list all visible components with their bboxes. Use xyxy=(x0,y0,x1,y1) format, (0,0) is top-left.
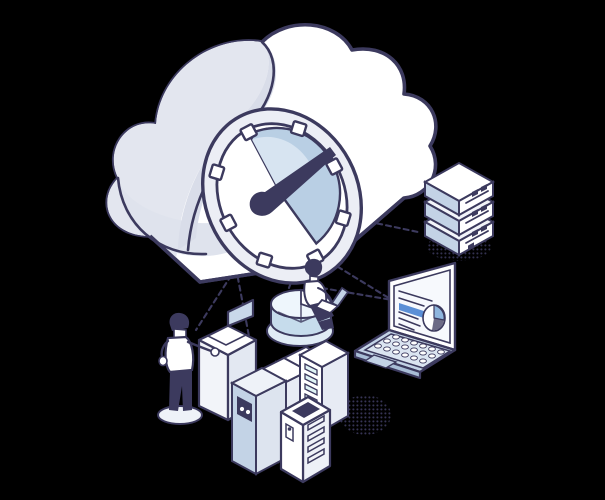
small-server-vents xyxy=(307,414,325,465)
server-led-1 xyxy=(239,406,245,412)
gauge-tick-5 xyxy=(255,251,274,269)
gauge-tick-6 xyxy=(219,213,238,233)
gauge-tick-0 xyxy=(239,123,258,142)
server-stack xyxy=(422,161,496,261)
seated-person-arm xyxy=(317,287,333,303)
seated-person-hair xyxy=(304,258,323,278)
laptop xyxy=(353,261,457,380)
console-keyboard-panel xyxy=(206,325,248,346)
server-racks-shadow xyxy=(339,395,391,435)
gauge-tick-7 xyxy=(208,163,226,181)
standing-person xyxy=(157,312,220,425)
gauge-needle-body xyxy=(249,147,336,216)
seated-person-lower-leg xyxy=(318,318,334,330)
gauge-tick-1 xyxy=(289,120,308,138)
connector-analyst-laptop xyxy=(320,286,394,302)
gauge-tick-3 xyxy=(334,209,352,228)
standing-person-left-hand xyxy=(158,355,168,367)
laptop-base xyxy=(353,328,457,380)
gauge-tick-2 xyxy=(325,157,344,176)
small-server-top-panel xyxy=(292,402,320,418)
server-rack-led-panel xyxy=(237,396,252,422)
standing-person-base xyxy=(157,405,203,425)
gauge-needle-hub xyxy=(250,193,272,215)
standing-person-hair xyxy=(169,312,190,331)
laptop-screen-highlight-bar xyxy=(399,303,430,320)
seated-person-laptop-lid xyxy=(330,286,350,308)
laptop-keys xyxy=(374,334,445,364)
small-server xyxy=(279,395,332,484)
standing-person-legs xyxy=(169,370,192,411)
connector-cloud-laptop xyxy=(328,260,394,302)
gauge-needle xyxy=(249,147,336,216)
laptop-screen xyxy=(387,261,457,352)
laptop-screen-pie-chart xyxy=(422,304,446,332)
gauge-ticks xyxy=(208,120,352,269)
server-stack-indicators xyxy=(472,184,487,237)
small-server-led xyxy=(287,427,292,431)
small-server-indicator-strip xyxy=(285,422,294,443)
laptop-trackpad xyxy=(363,354,398,369)
server-rack-tower-1 xyxy=(229,366,289,476)
console-open-lid xyxy=(226,298,255,328)
standing-person-right-hand xyxy=(210,347,220,357)
seated-person xyxy=(303,258,350,330)
laptop-screen-text-lines xyxy=(398,290,433,331)
server-led-2 xyxy=(245,409,251,415)
